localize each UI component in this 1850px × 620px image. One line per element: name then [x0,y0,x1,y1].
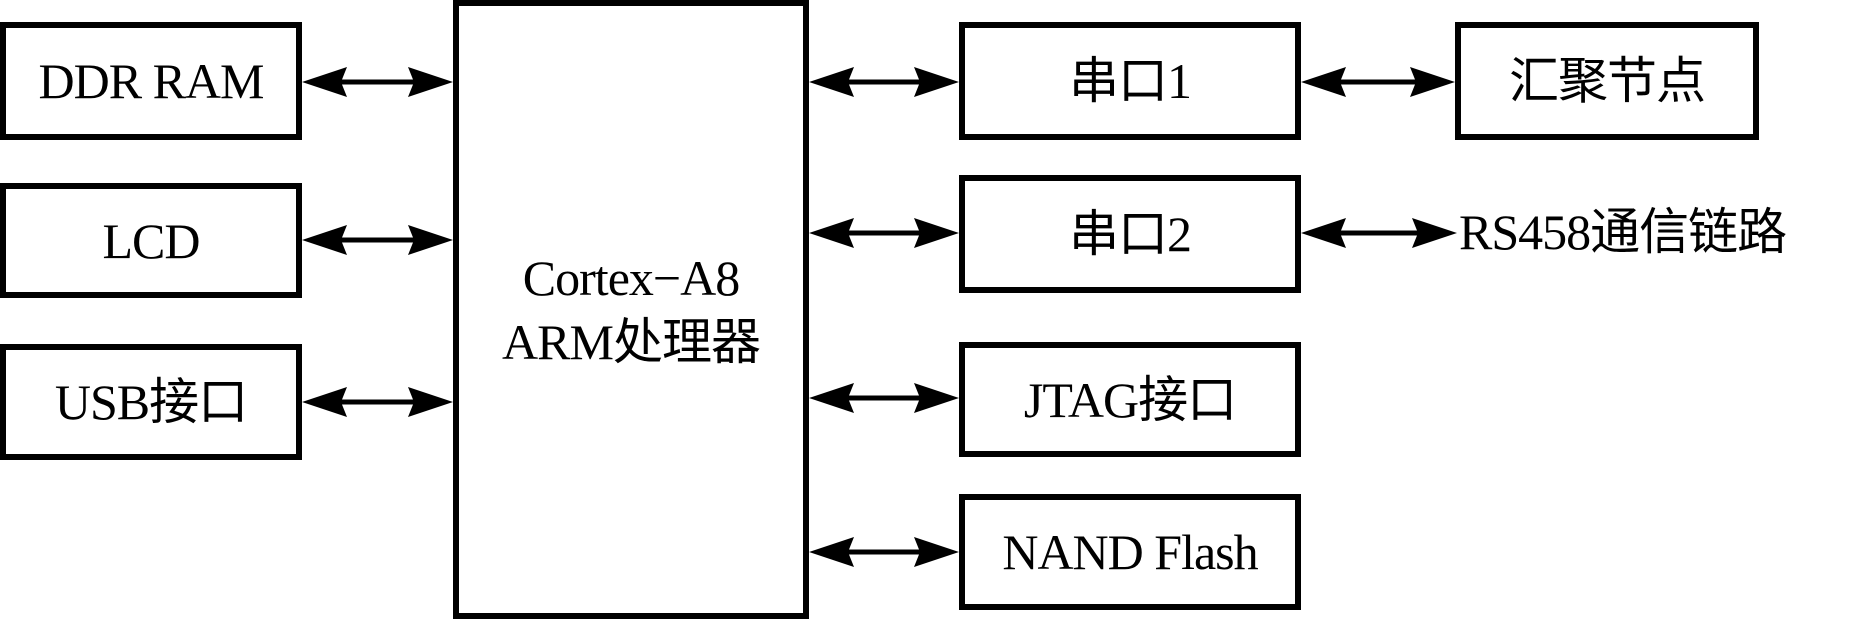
arrowhead-left-icon [809,218,854,248]
uart1-label: 串口1 [1069,53,1192,109]
arrowhead-right-icon [408,225,453,255]
ddr-ram-block: DDR RAM [0,22,302,140]
rs458-link-label: RS458通信链路 [1459,204,1787,260]
nand-flash-block: NAND Flash [959,494,1301,610]
arrow-uart1-sink [1301,67,1455,97]
arrowhead-right-icon [408,67,453,97]
jtag-interface-label: JTAG接口 [1023,371,1237,428]
uart1-block: 串口1 [959,22,1301,140]
arrow-shaft [341,79,414,85]
arrowhead-left-icon [1301,218,1346,248]
arrow-ddr-cpu [302,67,453,97]
arrow-shaft [848,549,920,555]
arrow-shaft [848,395,920,401]
arrowhead-left-icon [809,383,854,413]
sink-node-block: 汇聚节点 [1455,22,1759,140]
arrow-cpu-uart2 [809,218,959,248]
ddr-ram-label: DDR RAM [38,53,265,109]
arrow-shaft [341,237,414,243]
arrow-shaft [1340,79,1416,85]
arrow-cpu-uart1 [809,67,959,97]
arrowhead-left-icon [1301,67,1346,97]
usb-interface-block: USB接口 [0,344,302,460]
jtag-interface-block: JTAG接口 [959,342,1301,457]
arrowhead-right-icon [1412,218,1457,248]
arrowhead-right-icon [408,387,453,417]
arrow-cpu-nand [809,537,959,567]
processor-label-line1: Cortex−A8 [522,249,740,306]
arrowhead-right-icon [914,537,959,567]
nand-flash-label: NAND Flash [1002,524,1258,580]
arrowhead-left-icon [302,225,347,255]
arrow-usb-cpu [302,387,453,417]
arrow-shaft [848,230,920,236]
arrowhead-left-icon [809,67,854,97]
arrow-shaft [1340,230,1418,236]
arrow-uart2-rs458 [1301,218,1457,248]
arrow-shaft [341,399,414,405]
arrowhead-left-icon [302,67,347,97]
arrowhead-right-icon [914,218,959,248]
processor-block: Cortex−A8 ARM处理器 [453,0,809,619]
usb-interface-label: USB接口 [54,374,248,430]
arrowhead-right-icon [914,383,959,413]
arrowhead-left-icon [302,387,347,417]
arrow-lcd-cpu [302,225,453,255]
lcd-block: LCD [0,183,302,298]
sink-node-label: 汇聚节点 [1509,53,1706,109]
uart2-block: 串口2 [959,175,1301,293]
arrowhead-right-icon [1410,67,1455,97]
processor-label-line2: ARM处理器 [502,313,761,370]
arrow-shaft [848,79,920,85]
uart2-label: 串口2 [1069,206,1192,262]
lcd-label: LCD [102,212,201,269]
arrowhead-left-icon [809,537,854,567]
arrow-cpu-jtag [809,383,959,413]
arrowhead-right-icon [914,67,959,97]
